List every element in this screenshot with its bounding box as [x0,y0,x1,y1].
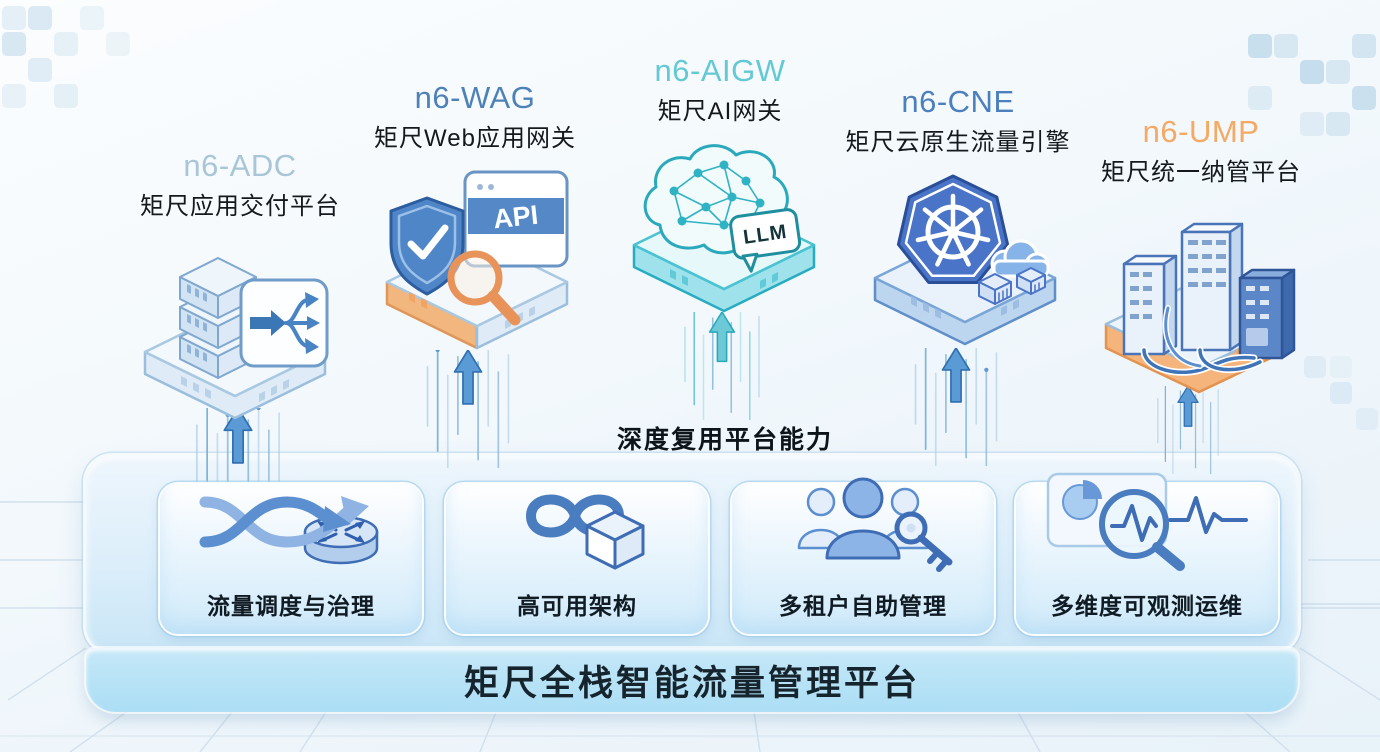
module-name: 矩尺应用交付平台 [140,193,340,220]
middle-label: 深度复用平台能力 [616,426,833,454]
module-n6-wag: n6-WAG 矩尺Web应用网关 A [325,80,625,350]
capability-label: 高可用架构 [517,593,637,619]
observability-magnifier-icon [1016,468,1278,571]
module-n6-ump: n6-UMP 矩尺统一纳管平台 [1046,114,1356,394]
module-name: 矩尺统一纳管平台 [1101,159,1301,186]
module-name: 矩尺云原生流量引擎 [845,129,1071,156]
module-code: n6-ADC [183,148,297,183]
server-towers-cables-icon [1082,198,1317,394]
capability-label: 多维度可观测运维 [1051,593,1243,619]
dataflow-stream [896,348,1016,466]
platform-front-bar: 矩尺全栈智能流量管理平台 [86,648,1298,712]
api-label: API [492,200,540,235]
module-name: 矩尺Web应用网关 [374,125,576,152]
module-code: n6-WAG [414,80,536,115]
module-code: n6-UMP [1142,114,1260,149]
infinity-cube-icon [446,468,708,570]
capability-tile-ha: 高可用架构 [446,484,708,634]
capability-tile-traffic: 流量调度与治理 [160,484,422,634]
users-key-icon [732,468,994,572]
capability-tile-observability: 多维度可观测运维 [1016,472,1278,634]
capability-label: 多租户自助管理 [779,593,947,619]
module-n6-cne: n6-CNE 矩尺云原生流量引擎 [808,84,1108,346]
shield-api-magnifier-icon: API [365,160,590,355]
module-code: n6-AIGW [654,53,786,88]
capability-tile-tenant: 多租户自助管理 [732,477,994,634]
dataflow-stream [662,312,782,420]
dataflow-stream [408,350,528,468]
server-stack-load-balancer-icon [123,230,348,425]
module-code: n6-CNE [901,84,1015,119]
module-name: 矩尺AI网关 [657,98,783,125]
capability-label: 流量调度与治理 [207,593,375,619]
traffic-routing-icon [160,468,422,568]
ai-brain-network-icon: LLM [612,129,837,314]
kubernetes-cloud-containers-icon [853,162,1078,347]
platform-title: 矩尺全栈智能流量管理平台 [463,663,920,703]
module-n6-aigw: n6-AIGW 矩尺AI网关 [570,53,870,313]
dataflow-stream [1128,386,1248,474]
module-n6-adc: n6-ADC 矩尺应用交付平台 [90,148,390,420]
